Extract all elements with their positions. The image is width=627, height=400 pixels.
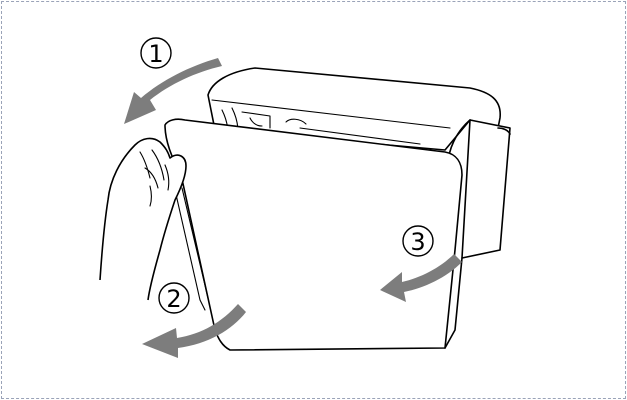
curved-arrow-icon (124, 58, 222, 124)
step-number-1: 1 (148, 40, 163, 68)
curved-arrow-icon (380, 254, 462, 302)
device-body (207, 67, 511, 259)
step-marker-1: 1 (140, 37, 172, 69)
hand-icon (99, 137, 187, 301)
step-number-2: 2 (166, 285, 181, 313)
curved-arrow-icon (142, 304, 246, 358)
step-number-3: 3 (410, 228, 425, 256)
step-marker-3: 3 (402, 225, 434, 257)
step-marker-2: 2 (158, 282, 190, 314)
